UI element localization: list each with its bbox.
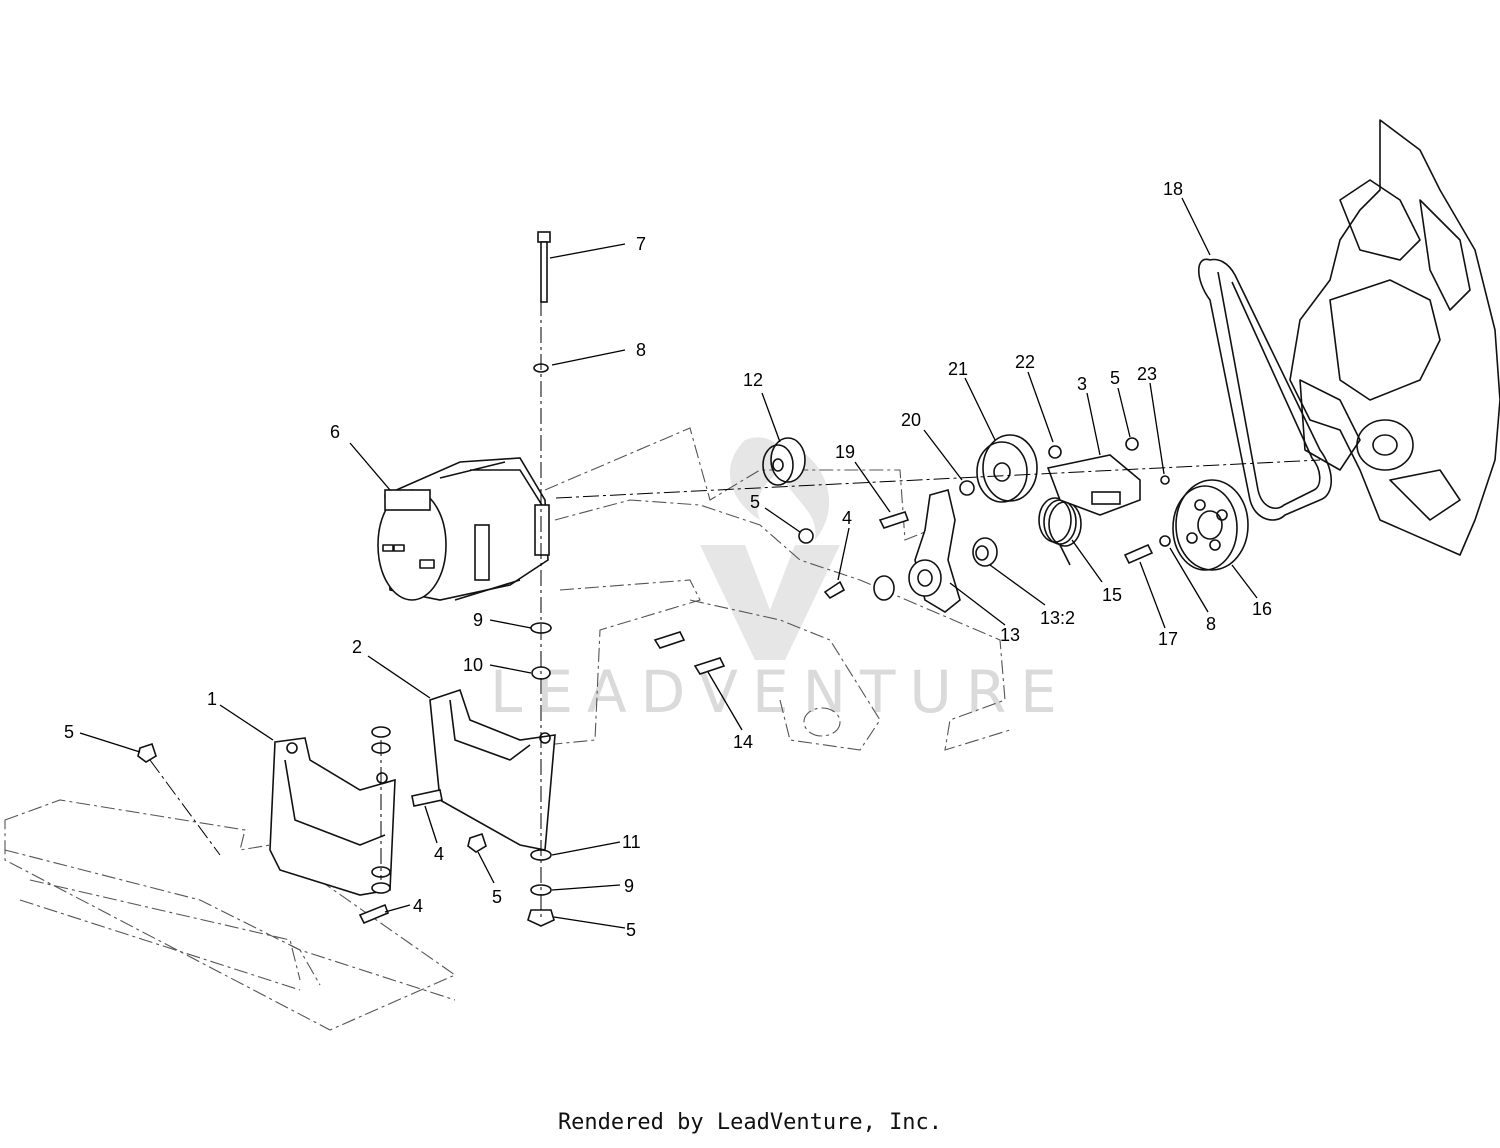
watermark-v-logo bbox=[700, 545, 840, 660]
crank-pulley bbox=[1172, 479, 1249, 571]
mount-bracket-2 bbox=[429, 688, 556, 851]
leader-lines bbox=[79, 197, 1258, 929]
callout-22: 22 bbox=[1015, 352, 1035, 372]
callout-13: 13 bbox=[1000, 625, 1020, 645]
callout-5: 5 bbox=[492, 887, 502, 907]
callout-15: 15 bbox=[1102, 585, 1122, 605]
tension-spring bbox=[1038, 497, 1082, 566]
callout-5: 5 bbox=[64, 722, 74, 742]
callout-2: 2 bbox=[352, 637, 362, 657]
callout-14: 14 bbox=[733, 732, 753, 752]
callout-8: 8 bbox=[1206, 614, 1216, 634]
callout-3: 3 bbox=[1077, 374, 1087, 394]
callout-5: 5 bbox=[1110, 368, 1120, 388]
callout-4: 4 bbox=[842, 508, 852, 528]
main-frame-phantom bbox=[4, 427, 1011, 1031]
engine-assembly bbox=[1289, 119, 1500, 556]
callout-4: 4 bbox=[434, 844, 444, 864]
callout-12: 12 bbox=[743, 370, 763, 390]
callout-9: 9 bbox=[624, 876, 634, 896]
callout-20: 20 bbox=[901, 410, 921, 430]
bushing bbox=[873, 537, 998, 601]
callout-21: 21 bbox=[948, 359, 968, 379]
callout-9: 9 bbox=[473, 610, 483, 630]
mount-bracket-1 bbox=[269, 737, 396, 896]
callout-19: 19 bbox=[835, 442, 855, 462]
tensioner-bracket bbox=[1046, 454, 1141, 516]
drive-belt bbox=[1198, 258, 1332, 521]
idler-pulley-21 bbox=[976, 434, 1038, 503]
callout-5: 5 bbox=[626, 920, 636, 940]
callout-16: 16 bbox=[1252, 599, 1272, 619]
callout-18: 18 bbox=[1163, 179, 1183, 199]
callout-6: 6 bbox=[330, 422, 340, 442]
idler-pulley-12 bbox=[762, 437, 806, 486]
callout-13-2: 13:2 bbox=[1040, 608, 1075, 628]
callout-4: 4 bbox=[413, 896, 423, 916]
callout-1: 1 bbox=[207, 689, 217, 709]
alternator bbox=[377, 457, 550, 601]
callout-17: 17 bbox=[1158, 629, 1178, 649]
fasteners bbox=[137, 231, 1171, 927]
callout-8: 8 bbox=[636, 340, 646, 360]
center-lines bbox=[149, 300, 1321, 920]
tensioner-arm bbox=[908, 489, 961, 613]
footer-credit: Rendered by LeadVenture, Inc. bbox=[557, 1110, 943, 1135]
callout-11: 11 bbox=[622, 832, 641, 852]
callout-labels: 18 7 8 12 6 21 22 3 5 23 20 19 5 4 15 17… bbox=[64, 179, 1272, 940]
watermark-text: LEADVENTURE bbox=[490, 658, 1071, 726]
callout-7: 7 bbox=[636, 234, 646, 254]
callout-23: 23 bbox=[1137, 364, 1157, 384]
callout-5: 5 bbox=[750, 492, 760, 512]
watermark: LEADVENTURE bbox=[490, 437, 1071, 726]
callout-10: 10 bbox=[463, 655, 483, 675]
